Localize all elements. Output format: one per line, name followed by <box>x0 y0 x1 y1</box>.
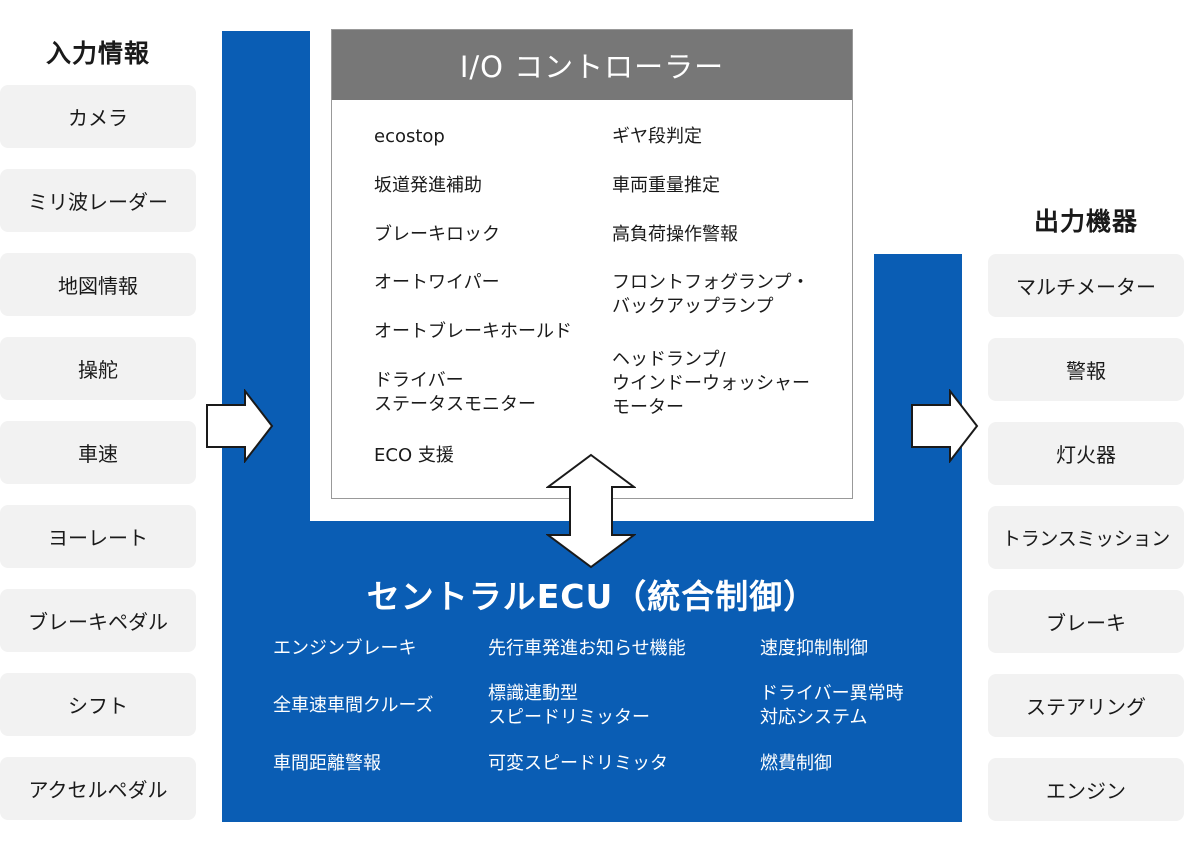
input-item-camera: カメラ <box>0 85 196 148</box>
output-item-brake: ブレーキ <box>988 590 1184 653</box>
right-arrow-icon <box>206 389 274 463</box>
io-item: ヘッドランプ/ ウインドーウォッシャー モーター <box>612 349 810 418</box>
input-item-yaw-rate: ヨーレート <box>0 505 196 568</box>
central-ecu-title: セントラルECU（統合制御） <box>366 577 818 616</box>
io-item: ギヤ段判定 <box>612 126 702 147</box>
io-controller-panel: I/O コントローラー ecostop 坂道発進補助 ブレーキロック オートワイ… <box>331 29 853 499</box>
input-item-radar: ミリ波レーダー <box>0 169 196 232</box>
io-item: ドライバー ステータスモニター <box>374 370 536 415</box>
io-item: オートブレーキホールド <box>374 321 572 342</box>
io-item: ECO 支援 <box>374 445 454 466</box>
ecu-item: 車間距離警報 <box>273 753 381 774</box>
ecu-item: ドライバー異常時 対応システム <box>760 683 904 728</box>
output-title: 出力機器 <box>1033 207 1138 236</box>
output-item-multimeter: マルチメーター <box>988 254 1184 317</box>
output-item-transmission: トランスミッション <box>988 506 1184 569</box>
ecu-item: 先行車発進お知らせ機能 <box>488 638 686 659</box>
double-arrow-icon <box>546 453 636 569</box>
io-item: フロントフォグランプ・ バックアップランプ <box>612 272 810 317</box>
input-title: 入力情報 <box>45 39 150 68</box>
io-item: 車両重量推定 <box>612 175 720 196</box>
ecu-item: 全車速車間クルーズ <box>273 695 434 716</box>
input-item-steering: 操舵 <box>0 337 196 400</box>
right-arrow-icon <box>911 389 979 463</box>
input-item-map: 地図情報 <box>0 253 196 316</box>
output-item-steering: ステアリング <box>988 674 1184 737</box>
output-item-engine: エンジン <box>988 758 1184 821</box>
ecu-item: エンジンブレーキ <box>273 638 417 659</box>
input-item-shift: シフト <box>0 673 196 736</box>
io-item: 坂道発進補助 <box>374 175 482 196</box>
input-item-brake-pedal: ブレーキペダル <box>0 589 196 652</box>
io-controller-title: I/O コントローラー <box>332 30 852 100</box>
ecu-item: 可変スピードリミッタ <box>488 753 668 774</box>
io-item: ecostop <box>374 126 445 147</box>
input-item-accel-pedal: アクセルペダル <box>0 757 196 820</box>
ecu-item: 速度抑制制御 <box>760 638 868 659</box>
io-item: 高負荷操作警報 <box>612 224 738 245</box>
output-item-alarm: 警報 <box>988 338 1184 401</box>
output-item-lights: 灯火器 <box>988 422 1184 485</box>
input-item-speed: 車速 <box>0 421 196 484</box>
ecu-item: 標識連動型 スピードリミッター <box>488 683 650 728</box>
io-item: ブレーキロック <box>374 224 500 245</box>
central-ecu-shape <box>222 31 962 822</box>
ecu-item: 燃費制御 <box>760 753 832 774</box>
io-item: オートワイパー <box>374 272 500 293</box>
